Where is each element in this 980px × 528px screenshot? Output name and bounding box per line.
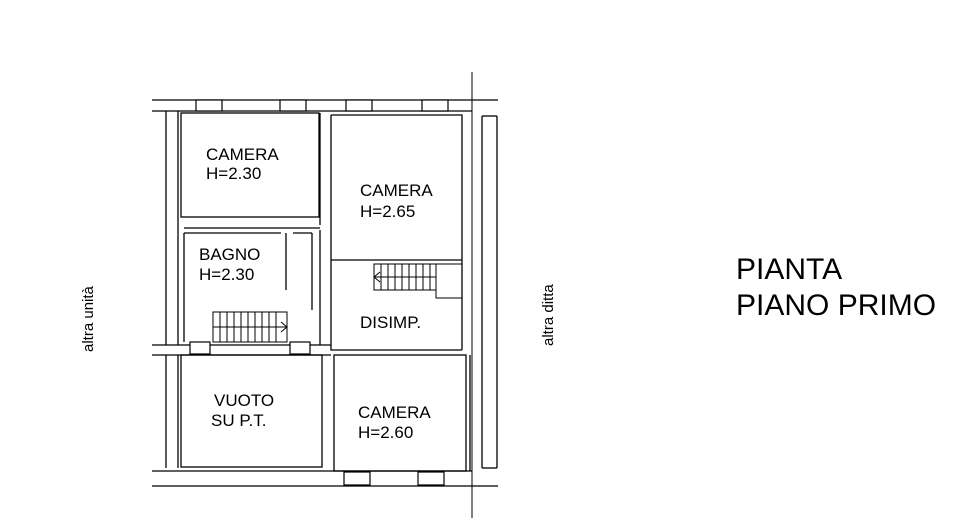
label-camera-top-left-name: CAMERA [206, 145, 279, 164]
stairs-disimp [373, 263, 462, 299]
bottom-wall [152, 470, 498, 487]
room-vuoto [180, 354, 323, 468]
room-camera-top-left [180, 112, 320, 218]
label-altra-ditta: altra ditta [540, 284, 557, 346]
label-bagno-name: BAGNO [199, 245, 260, 264]
label-camera-bottom-right-height: H=2.60 [358, 423, 413, 442]
label-altra-unita: altra unità [80, 285, 97, 352]
room-bagno [183, 232, 313, 342]
label-camera-top-right-name: CAMERA [360, 181, 433, 200]
stairs-bagno [212, 311, 288, 343]
label-camera-bottom-right-name: CAMERA [358, 403, 431, 422]
right-wall [481, 115, 498, 469]
room-camera-top-right [330, 114, 463, 258]
label-vuoto-line1: VUOTO [214, 391, 274, 410]
plan-title-line1: PIANTA [736, 253, 843, 286]
label-disimpegno: DISIMP. [360, 313, 421, 332]
window-top [195, 99, 449, 112]
plan-title-line2: PIANO PRIMO [736, 289, 937, 322]
label-camera-top-left-height: H=2.30 [206, 164, 261, 183]
label-bagno-height: H=2.30 [199, 265, 254, 284]
middle-wall [178, 341, 331, 356]
plan-title: PIANTA PIANO PRIMO [736, 252, 936, 324]
left-wall [152, 111, 179, 468]
label-camera-top-right-height: H=2.65 [360, 202, 415, 221]
label-vuoto-line2: SU P.T. [211, 411, 266, 430]
